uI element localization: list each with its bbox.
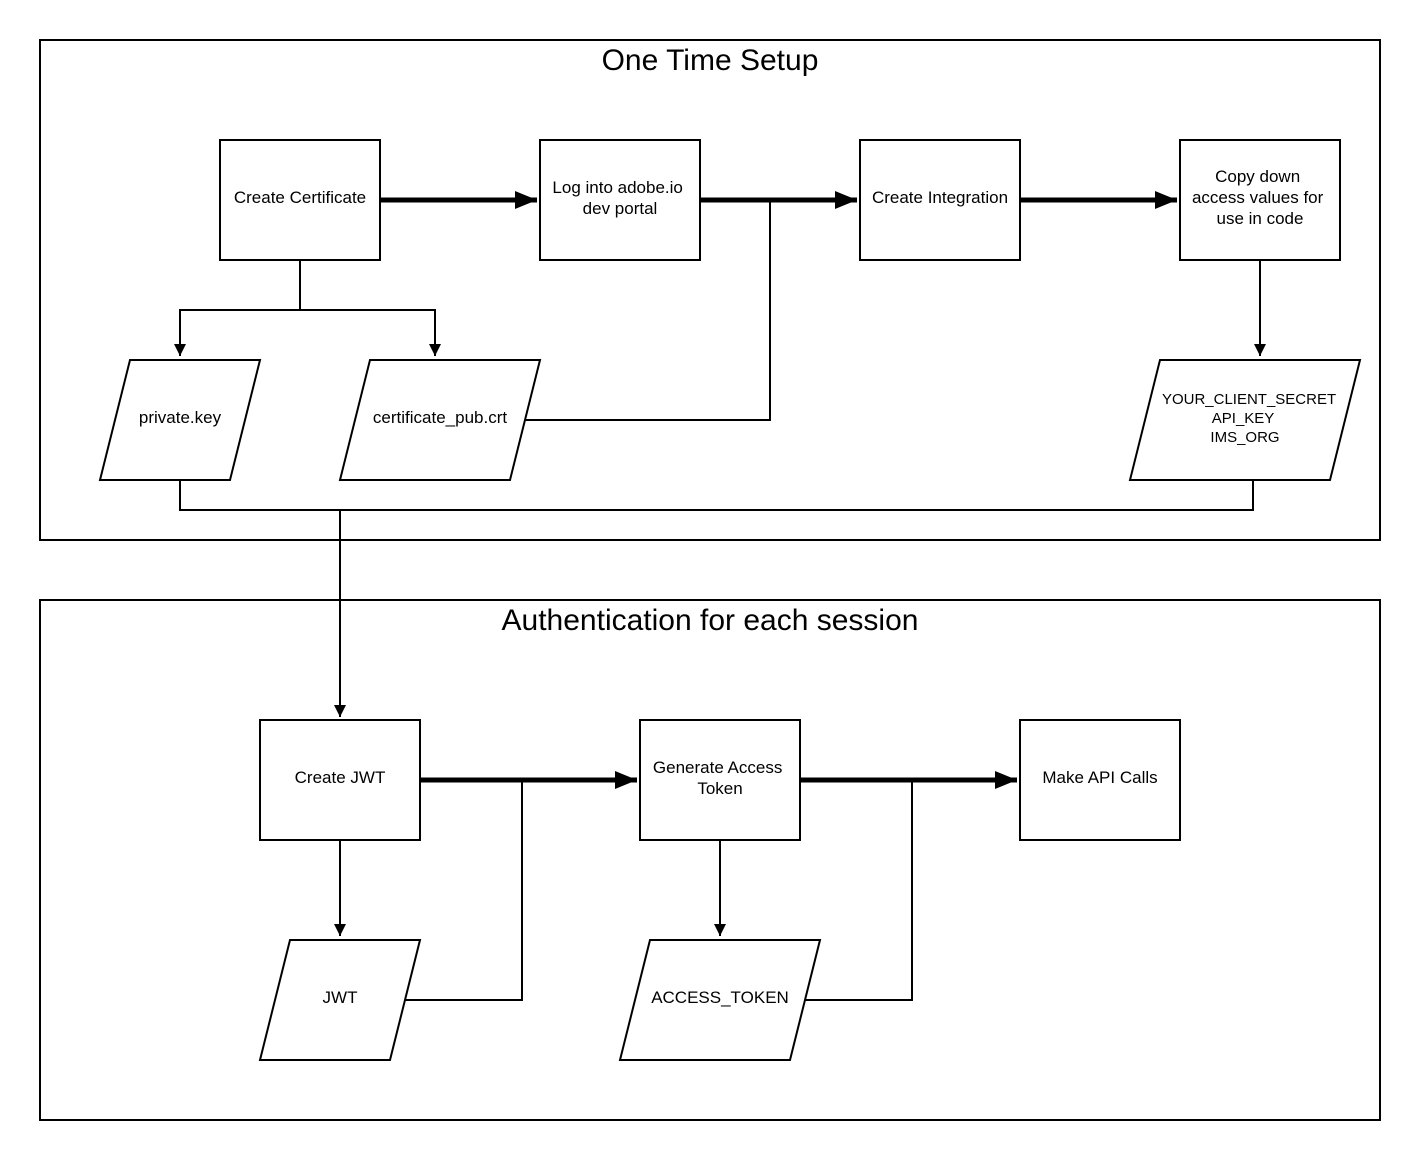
certificate-pub-label: certificate_pub.crt	[373, 408, 507, 427]
arrow-to-certificate-pub	[300, 309, 441, 356]
create-certificate-label: Create Certificate	[234, 188, 366, 207]
create-jwt-node: Create JWT	[259, 719, 421, 841]
log-into-adobe-label: Log into adobe.io dev portal	[552, 178, 687, 218]
create-jwt-label: Create JWT	[295, 768, 386, 787]
generate-access-token-label: Generate Access Token	[653, 758, 787, 798]
copy-down-values-label: Copy down access values for use in code	[1192, 167, 1328, 228]
access-token-node: ACCESS_TOKEN	[618, 939, 822, 1061]
authentication-title: Authentication for each session	[502, 604, 919, 637]
certificate-pub-node: certificate_pub.crt	[338, 359, 542, 481]
connectors	[174, 191, 1266, 1001]
one-time-setup-section: One Time Setup	[39, 39, 1381, 541]
line-outputs-collector	[179, 480, 1254, 511]
create-integration-label: Create Integration	[872, 188, 1008, 207]
line-access-token-to-connector	[804, 780, 913, 1001]
line-jwt-to-connector	[404, 780, 523, 1001]
private-key-label: private.key	[139, 408, 222, 427]
create-certificate-node: Create Certificate	[219, 139, 381, 261]
copy-down-values-node: Copy down access values for use in code	[1179, 139, 1341, 261]
line-certificate-pub-to-integration	[524, 200, 771, 421]
generate-access-token-node: Generate Access Token	[639, 719, 801, 841]
one-time-setup-title: One Time Setup	[602, 44, 819, 77]
arrow-to-private-key	[174, 309, 300, 356]
access-values-label: YOUR_CLIENT_SECRET API_KEY IMS_ORG	[1162, 391, 1340, 446]
make-api-calls-label: Make API Calls	[1042, 768, 1157, 787]
access-values-node: YOUR_CLIENT_SECRET API_KEY IMS_ORG	[1128, 359, 1362, 481]
jwt-node: JWT	[258, 939, 422, 1061]
make-api-calls-node: Make API Calls	[1019, 719, 1181, 841]
private-key-node: private.key	[98, 359, 262, 481]
create-integration-node: Create Integration	[859, 139, 1021, 261]
jwt-label: JWT	[323, 988, 358, 1007]
access-token-label: ACCESS_TOKEN	[651, 988, 789, 1007]
log-into-adobe-node: Log into adobe.io dev portal	[539, 139, 701, 261]
